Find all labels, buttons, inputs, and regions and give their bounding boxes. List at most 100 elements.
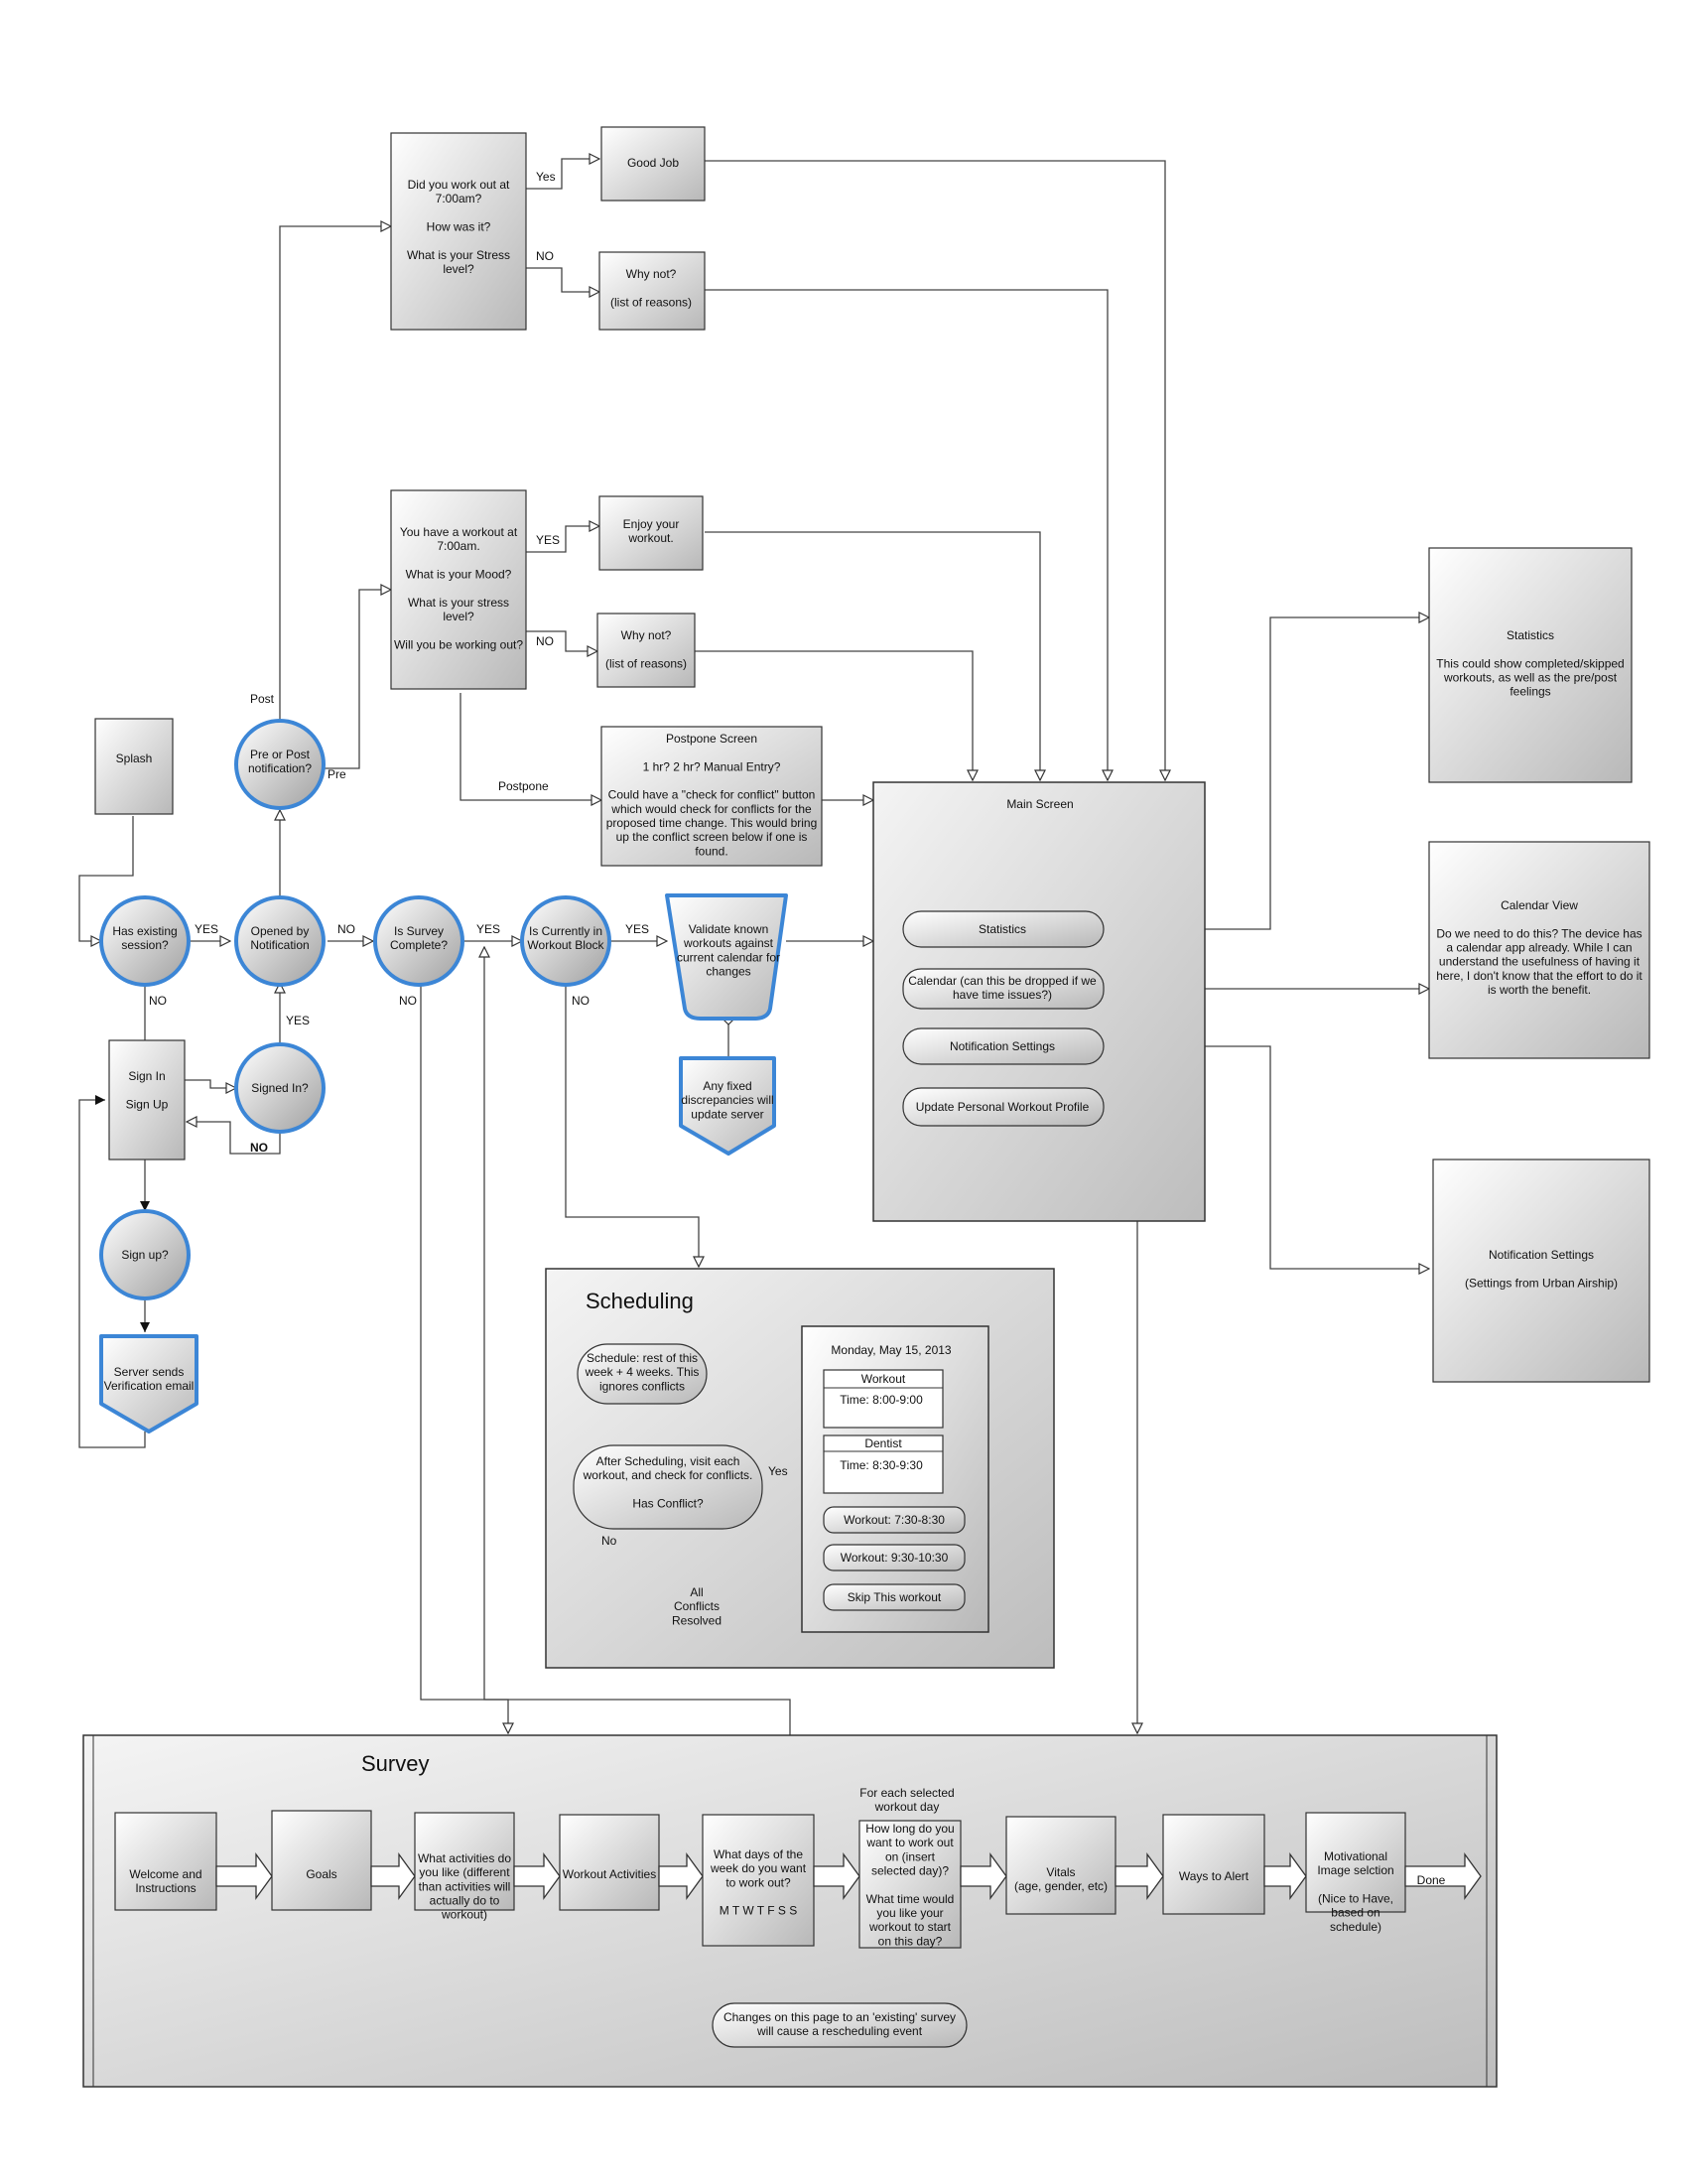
changes-note-pill (712, 2002, 968, 2048)
survey-step-text: Workout Activities (563, 1867, 656, 1881)
schedule-rest-pill (577, 1343, 708, 1405)
label-no-opened: NO (337, 922, 355, 936)
sign-up-text: Sign up? (121, 1248, 169, 1262)
statistics-panel-text: Statistics This could show completed/ski… (1436, 628, 1624, 699)
fixed-discrepancies-shape (679, 1056, 776, 1156)
label-postpone: Postpone (498, 779, 549, 793)
survey-step-arrow (960, 1852, 1007, 1900)
changes-note-text: Changes on this page to an 'existing' su… (723, 2010, 956, 2038)
survey-step-box (1305, 1812, 1406, 1913)
option-730-button[interactable] (823, 1506, 966, 1534)
label-yes-post: Yes (536, 170, 556, 184)
option-930-button[interactable] (823, 1544, 966, 1571)
event-workout-title: Workout (861, 1372, 906, 1386)
survey-step-text: Vitals(age, gender, etc) (1014, 1865, 1108, 1893)
survey-complete-circle (373, 895, 464, 987)
sign-in-box (108, 1039, 186, 1160)
label-no-signedin: NO (250, 1141, 268, 1155)
survey-step-text: Goals (306, 1867, 336, 1881)
label-yes-pre: YES (536, 533, 560, 547)
label-no-pre: NO (536, 634, 554, 648)
main-update-profile-button[interactable] (902, 1087, 1105, 1127)
survey-done-label: Done (1417, 1873, 1446, 1887)
survey-step-box (114, 1812, 217, 1911)
sched-no-label: No (601, 1534, 617, 1548)
label-yes-block: YES (625, 922, 649, 936)
has-session-circle (99, 895, 191, 987)
notification-settings-panel (1432, 1159, 1650, 1383)
event-workout-time: Time: 8:00-9:00 (840, 1393, 923, 1407)
label-yes-signedin: YES (286, 1014, 310, 1027)
label-pre: Pre (328, 767, 346, 781)
day-card-header: Monday, May 15, 2013 (831, 1343, 952, 1357)
notification-settings-text: Notification Settings (Settings from Urb… (1465, 1248, 1618, 1290)
survey-step-arrow (1404, 1852, 1482, 1900)
sign-in-text: Sign In Sign Up (126, 1069, 169, 1111)
survey-step-arrow (658, 1852, 704, 1900)
workout-block-circle (520, 895, 611, 987)
pre-question-box (390, 489, 527, 690)
why-not-pre-box (596, 613, 696, 688)
label-yes-session: YES (195, 922, 218, 936)
event-dentist-box (823, 1434, 944, 1494)
event-dentist-time: Time: 8:30-9:30 (840, 1458, 923, 1472)
after-scheduling-pill (573, 1444, 763, 1530)
main-calendar-button[interactable] (902, 968, 1105, 1010)
good-job-box (600, 126, 706, 202)
event-workout-box (823, 1369, 944, 1429)
survey-title: Survey (361, 1751, 429, 1776)
survey-step-box (1005, 1816, 1116, 1915)
main-statistics-label: Statistics (979, 922, 1026, 936)
calendar-view-panel (1428, 841, 1650, 1059)
skip-workout-button[interactable] (823, 1583, 966, 1611)
option-730-label: Workout: 7:30-8:30 (844, 1513, 945, 1527)
label-yes-survey: YES (476, 922, 500, 936)
survey-step-box (1162, 1814, 1265, 1915)
survey-step-box (702, 1814, 815, 1947)
label-no-block: NO (572, 994, 590, 1008)
main-notification-label: Notification Settings (950, 1039, 1055, 1053)
survey-step-box (271, 1810, 372, 1911)
main-screen-title: Main Screen (1006, 797, 1073, 811)
edge-labels: YES NO YES NO Post Pre NO YES NO YES NO … (149, 170, 649, 1155)
survey-step-arrow (215, 1852, 273, 1900)
survey-step-arrow (1263, 1852, 1307, 1900)
main-statistics-button[interactable] (902, 910, 1105, 948)
main-notification-button[interactable] (902, 1027, 1105, 1065)
label-post: Post (250, 692, 275, 706)
event-dentist-title: Dentist (864, 1436, 902, 1450)
statistics-panel (1428, 547, 1633, 783)
postpone-box (600, 726, 823, 867)
survey-step-arrow (513, 1852, 561, 1900)
survey-step-box (559, 1814, 660, 1911)
signed-in-circle (234, 1042, 326, 1134)
survey-step-box (414, 1812, 515, 1911)
sched-yes-label: Yes (768, 1464, 788, 1478)
survey-step-arrow (370, 1852, 416, 1900)
why-not-post-box (598, 251, 706, 331)
label-no-survey: NO (399, 994, 417, 1008)
main-update-profile-label: Update Personal Workout Profile (916, 1100, 1090, 1114)
option-930-label: Workout: 9:30-10:30 (841, 1551, 949, 1565)
label-no-post: NO (536, 249, 554, 263)
why-not-pre-text: Why not? (list of reasons) (605, 628, 687, 670)
sign-up-circle (99, 1209, 191, 1300)
